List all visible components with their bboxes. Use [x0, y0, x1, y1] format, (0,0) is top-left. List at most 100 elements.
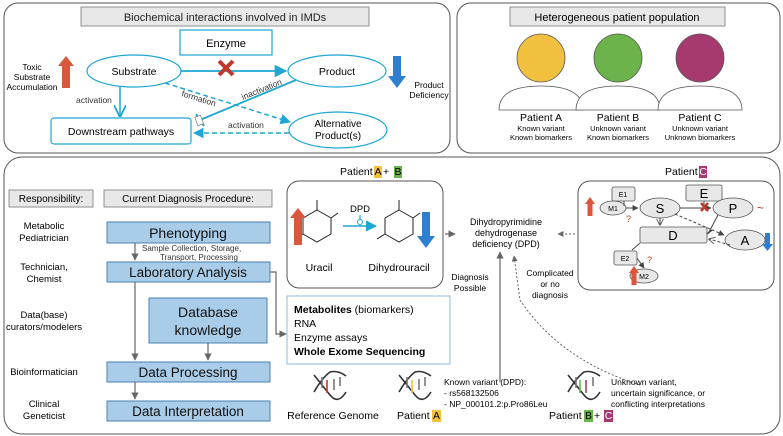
data-type-rna: RNA: [294, 318, 316, 330]
data-type-enzyme-assays: Enzyme assays: [294, 332, 368, 344]
reaction-box: [286, 180, 444, 289]
reference-genome-label: Reference Genome: [287, 410, 379, 422]
alternative-label-1: Alternative: [314, 119, 362, 130]
alternative-label-2: Product(s): [315, 131, 361, 142]
unknown-variant-1: Unknown variant,: [611, 377, 677, 387]
role-pediatrician-1: Metabolic: [24, 221, 65, 232]
activation-label-left: activation: [76, 95, 112, 105]
activation-label-bottom: activation: [228, 120, 264, 130]
patient-b-figure: Patient B Unknown variant Known biomarke…: [575, 33, 661, 142]
network-diagram: E1 E M1 S P D A E2 M2: [585, 184, 773, 285]
node-e: E: [700, 186, 709, 201]
patient-bc-plus: +: [594, 410, 600, 422]
question-mark-2: ?: [647, 255, 652, 265]
role-technician-1: Technician,: [20, 262, 68, 273]
known-variant-3: - NP_000101.2:p.Pro86Leu: [444, 399, 548, 409]
patient-c-name: Patient C: [678, 112, 722, 124]
patient-bc-genome-label: Patient: [549, 410, 582, 422]
node-s: S: [656, 201, 665, 216]
known-variant-2: - rs568132506: [444, 388, 499, 398]
formation-arrow: [164, 82, 292, 125]
known-variant-1: Known variant (DPD):: [444, 377, 526, 387]
procedure-header: Current Diagnosis Procedure:: [122, 194, 254, 205]
red-up-arrow-uracil-icon: [290, 208, 306, 245]
enzyme-box: [179, 29, 273, 56]
diagnosis-possible-2: Possible: [454, 283, 486, 293]
dna-reference-icon: [313, 370, 347, 401]
patient-ab-header: Patient: [340, 166, 373, 178]
diagnosis-possible-1: Diagnosis: [451, 272, 488, 282]
complicated-1: Complicated: [526, 268, 574, 278]
sample-note-1: Sample Collection, Storage,: [142, 244, 241, 253]
dihydrouracil-molecule: [376, 200, 421, 243]
sample-note-2: Transport, Processing: [160, 253, 238, 262]
dpd-line-1: Dihydropyrimidine: [470, 217, 542, 227]
complicated-2: or no: [540, 279, 560, 289]
patient-c-line1: Unknown variant: [672, 124, 729, 133]
biochemical-panel: Biochemical interactions involved in IMD…: [3, 2, 451, 154]
badge-a: A: [374, 166, 381, 178]
unknown-variant-2: uncertain significance, or: [611, 388, 705, 398]
node-a: A: [741, 233, 750, 248]
patient-population-panel: Heterogeneous patient population Patient…: [456, 2, 781, 154]
question-mark-1: ?: [626, 214, 631, 224]
dna-patient-bc-icon: [567, 370, 601, 401]
dpd-enzyme-label: DPD: [350, 204, 370, 215]
patient-a-name: Patient A: [520, 112, 562, 124]
patient-b-name: Patient B: [597, 112, 640, 124]
patient-c-header: Patient: [665, 166, 698, 178]
interpretation-label: Data Interpretation: [132, 404, 244, 419]
phenotyping-step: [106, 221, 271, 244]
toxic-label-1: Toxic: [22, 62, 42, 72]
database-label-2: knowledge: [175, 322, 242, 338]
patient-a-genome-badge: A: [433, 410, 440, 422]
processing-step: [106, 361, 271, 383]
downstream-box: [50, 117, 192, 145]
patient-c-figure: Patient C Unknown variant Unknown biomar…: [657, 33, 743, 142]
patient-b-line2: Known biomarkers: [587, 133, 649, 142]
patient-bc-badge-c: C: [605, 410, 613, 422]
toxic-label-2: Substrate: [14, 72, 51, 82]
toxic-label-3: Accumulation: [6, 82, 57, 92]
data-type-wes: Whole Exome Sequencing: [294, 346, 425, 358]
alternative-node: [288, 111, 388, 149]
substrate-label: Substrate: [112, 66, 157, 78]
badge-b: B: [394, 166, 401, 178]
node-e1: E1: [619, 192, 628, 199]
blue-down-arrow-dihydrouracil-icon: [417, 212, 435, 248]
patient-b-line1: Unknown variant: [590, 124, 647, 133]
panel-title-biochemical: Biochemical interactions involved in IMD…: [124, 12, 327, 24]
tilde-icon: ~: [757, 201, 764, 215]
enzyme-label: Enzyme: [206, 38, 246, 50]
role-geneticist-1: Clinical: [29, 399, 60, 410]
data-types-box: [286, 295, 451, 365]
patient-c-line2: Unknown biomarkers: [665, 133, 736, 142]
patient-a-figure: Patient A Known variant Known biomarkers: [498, 33, 584, 142]
role-curators-2: curators/modelers: [6, 322, 82, 333]
role-bioinformatician: Bioinformatician: [10, 367, 78, 378]
node-p: P: [729, 201, 738, 216]
product-deficiency-label-1: Product: [414, 80, 444, 90]
database-label-1: Database: [178, 304, 238, 320]
responsibility-header: Responsibility:: [19, 194, 83, 205]
node-d: D: [668, 228, 677, 243]
dpd-line-2: dehydrogenase: [475, 228, 537, 238]
role-geneticist-2: Geneticist: [23, 411, 66, 422]
data-type-metabolites: Metabolites (biomarkers): [294, 304, 414, 316]
panel-title-population: Heterogeneous patient population: [534, 12, 699, 24]
database-step: [148, 297, 268, 344]
diagnosis-panel: Responsibility: Current Diagnosis Proced…: [3, 156, 781, 435]
role-curators-1: Data(base): [21, 310, 68, 321]
red-up-arrow-icon: [58, 56, 74, 88]
downstream-label: Downstream pathways: [68, 126, 174, 138]
role-pediatrician-2: Pediatrician: [19, 233, 69, 244]
phenotyping-label: Phenotyping: [149, 225, 227, 241]
ab-plus: +: [383, 166, 389, 178]
node-e2: E2: [621, 256, 630, 263]
patient-bc-badge-b: B: [585, 410, 592, 422]
laboratory-label: Laboratory Analysis: [129, 265, 247, 280]
node-m2: M2: [639, 274, 649, 281]
patient-a-line1: Known variant: [517, 124, 565, 133]
processing-label: Data Processing: [138, 365, 237, 380]
